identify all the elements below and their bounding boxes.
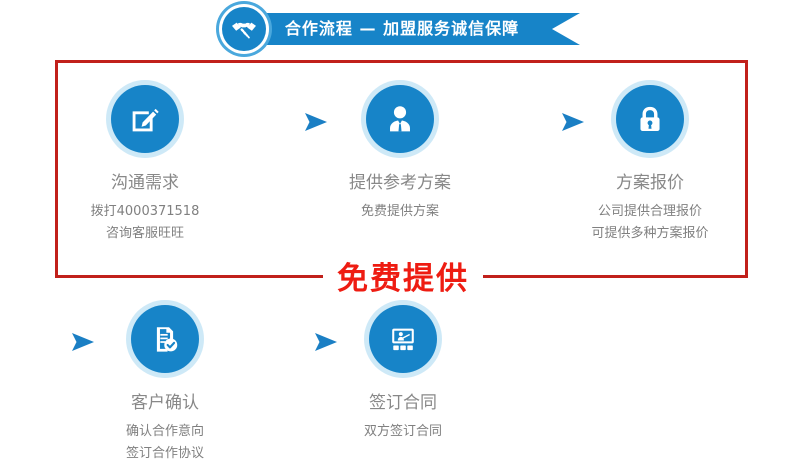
- step-desc-line-1: 公司提供合理报价: [597, 204, 702, 219]
- step-desc-line-2: 咨询客服旺旺: [105, 226, 184, 241]
- arrow-step4-to-step5: [313, 331, 339, 353]
- step-title: 提供参考方案: [349, 173, 451, 193]
- step-desc-line-1: 拨打4000371518: [90, 204, 200, 219]
- step-customer-confirmation[interactable]: 客户确认 确认合作意向 签订合作协议: [80, 305, 250, 464]
- step-desc-line-1: 免费提供方案: [360, 204, 439, 219]
- padlock-icon: [616, 85, 684, 153]
- step-desc-line-2: 可提供多种方案报价: [591, 226, 709, 241]
- step-desc-line-1: 确认合作意向: [125, 424, 204, 439]
- step-title: 签订合同: [369, 393, 437, 413]
- ribbon-bar: [252, 13, 580, 45]
- arrow-step1-to-step2: [303, 111, 329, 133]
- header-banner: 合作流程 — 加盟服务诚信保障: [0, 0, 800, 58]
- arrow-step2-to-step3: [560, 111, 586, 133]
- pencil-edit-icon: [111, 85, 179, 153]
- document-check-icon: [131, 305, 199, 373]
- step-title: 沟通需求: [111, 173, 179, 193]
- step-desc-line-1: 双方签订合同: [363, 424, 442, 439]
- step-sign-contract[interactable]: 签订合同 双方签订合同: [318, 305, 488, 442]
- step-plan-quotation[interactable]: 方案报价 公司提供合理报价 可提供多种方案报价: [565, 85, 735, 244]
- step-title: 方案报价: [616, 173, 684, 193]
- step-desc-line-2: 签订合作协议: [125, 446, 204, 461]
- step-communicate-requirements[interactable]: 沟通需求 拨打4000371518 咨询客服旺旺: [60, 85, 230, 244]
- presentation-board-icon: [369, 305, 437, 373]
- step-provide-reference-plan[interactable]: 提供参考方案 免费提供方案: [315, 85, 485, 222]
- step-title: 客户确认: [131, 393, 199, 413]
- businessman-icon: [366, 85, 434, 153]
- free-service-label: 免费提供: [323, 258, 483, 300]
- banner-title: 合作流程 — 加盟服务诚信保障: [284, 19, 520, 38]
- handshake-icon: [222, 7, 266, 51]
- arrow-step3-to-step4: [70, 331, 96, 353]
